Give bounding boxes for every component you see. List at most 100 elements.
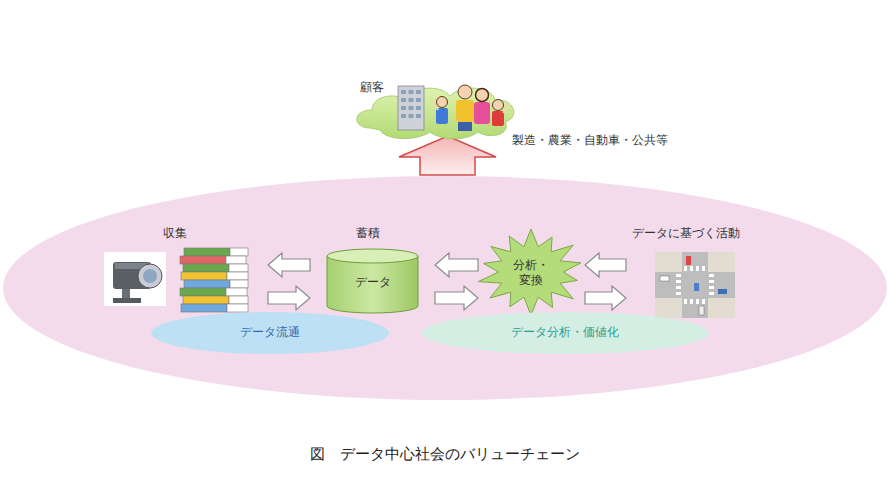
- node-label: 顧客: [360, 80, 400, 95]
- book-pages: [229, 264, 248, 272]
- book-pages: [230, 248, 248, 256]
- node-label: データ流通: [150, 325, 390, 340]
- intersection-illustration: [655, 252, 735, 318]
- block-arrow: [435, 253, 478, 277]
- stripe: [696, 266, 699, 271]
- customer-cloud: 顧客製造・農業・自動車・公共等: [350, 78, 700, 154]
- band-shape: [421, 312, 709, 354]
- node-label: 製造・農業・自動車・公共等: [512, 133, 697, 148]
- kid-body: [436, 108, 448, 124]
- book: [181, 272, 227, 280]
- stripe: [709, 286, 714, 289]
- stripe: [690, 266, 693, 271]
- window: [401, 106, 406, 110]
- kid-head: [493, 100, 504, 111]
- block-arrow: [585, 253, 626, 277]
- kid-body: [492, 111, 504, 126]
- car: [718, 289, 727, 294]
- analysis-starburst: 分析・ 変換: [478, 228, 585, 316]
- caption: 図 データ中心社会のバリューチェーン: [250, 445, 640, 463]
- stripe: [709, 292, 714, 295]
- window: [401, 98, 406, 102]
- road: [682, 252, 708, 318]
- ground: [655, 252, 735, 318]
- window: [409, 106, 414, 110]
- camera-glass: [143, 269, 157, 283]
- node-label: 蓄積: [356, 226, 396, 241]
- cylinder-top: [327, 249, 418, 263]
- book: [180, 288, 226, 296]
- family: [432, 85, 510, 131]
- car: [686, 256, 691, 265]
- building: [398, 86, 424, 130]
- cloud-shape: [357, 88, 514, 139]
- book: [183, 264, 229, 272]
- camera-back: [104, 252, 166, 306]
- book: [180, 256, 226, 264]
- book-pages: [226, 256, 246, 264]
- book: [181, 304, 227, 312]
- stripe: [684, 266, 687, 271]
- father-head: [458, 85, 472, 99]
- node-label: データに基づく活動: [632, 226, 770, 241]
- stripe: [702, 299, 705, 304]
- window: [416, 114, 421, 118]
- book-pages: [230, 280, 248, 288]
- kid-head: [437, 97, 448, 108]
- kid-arm: [503, 104, 510, 113]
- stripe: [702, 266, 705, 271]
- stripe: [709, 274, 714, 277]
- node-label: 収集: [163, 226, 203, 241]
- father-body: [456, 100, 474, 122]
- window: [409, 90, 414, 94]
- window: [416, 98, 421, 102]
- book: [184, 248, 230, 256]
- block-arrow: [268, 253, 310, 277]
- window: [401, 114, 406, 118]
- stripe: [676, 286, 681, 289]
- window: [401, 90, 406, 94]
- collect-stage: 収集: [100, 226, 268, 316]
- band-shape: [151, 312, 389, 354]
- stripe: [696, 299, 699, 304]
- mother-body: [474, 102, 490, 124]
- camera-illustration: [104, 252, 166, 306]
- block-arrow: [268, 286, 310, 310]
- starburst-shape: [478, 229, 581, 315]
- crosswalk: [676, 266, 714, 304]
- window: [416, 90, 421, 94]
- node-label: 分析・ 変換: [511, 258, 551, 288]
- activity-stage: データに基づく活動: [626, 226, 770, 321]
- building-windows: [401, 90, 421, 118]
- camera-lens: [138, 264, 162, 288]
- node-label: データ: [310, 275, 435, 290]
- car: [694, 283, 699, 291]
- band-ellipse: データ分析・価値化: [420, 311, 710, 355]
- book-pages: [227, 272, 248, 280]
- stripe: [690, 299, 693, 304]
- up-arrow: [399, 136, 496, 175]
- father-legs: [458, 122, 472, 131]
- mother-head: [476, 89, 489, 102]
- camera-base: [113, 298, 141, 303]
- book-pages: [227, 304, 248, 312]
- window: [409, 114, 414, 118]
- node-label: データ分析・価値化: [420, 325, 710, 340]
- book: [183, 296, 229, 304]
- pink-field: [3, 176, 887, 400]
- books-illustration: [180, 248, 248, 312]
- band-ellipse: データ流通: [150, 311, 390, 355]
- book-pages: [226, 288, 247, 296]
- car: [660, 276, 669, 281]
- stripe: [676, 280, 681, 283]
- stripe: [709, 280, 714, 283]
- book-pages: [229, 296, 248, 304]
- stripe: [684, 299, 687, 304]
- camera-mount: [122, 289, 130, 299]
- window: [416, 106, 421, 110]
- block-arrow: [585, 286, 626, 310]
- window: [409, 98, 414, 102]
- storage-cylinder: 蓄積データ: [310, 226, 435, 316]
